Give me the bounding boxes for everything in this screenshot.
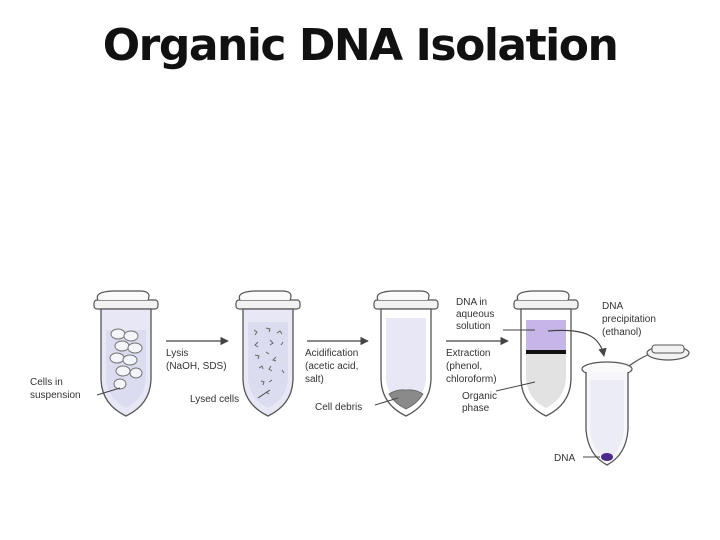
label-line: Cells in bbox=[30, 377, 63, 388]
label-dna-precipitation: DNA precipitation (ethanol) bbox=[602, 301, 659, 338]
leader-cells bbox=[96, 387, 121, 396]
page-title: Organic DNA Isolation bbox=[102, 20, 619, 71]
label-line: precipitation bbox=[602, 314, 656, 325]
label-organic-phase: Organic phase bbox=[462, 391, 500, 414]
label-extraction: Extraction (phenol, chloroform) bbox=[446, 348, 497, 385]
label-line: (NaOH, SDS) bbox=[166, 361, 227, 372]
leader-debris bbox=[374, 397, 399, 406]
label-line: salt) bbox=[305, 374, 324, 385]
label-line: Organic bbox=[462, 391, 497, 402]
label-line: (ethanol) bbox=[602, 327, 641, 338]
label-line: aqueous bbox=[456, 309, 494, 320]
label-dna-aqueous: DNA in aqueous solution bbox=[456, 297, 497, 332]
arrow-precipitation bbox=[547, 329, 607, 357]
label-line: Acidification bbox=[305, 348, 358, 359]
label-line: solution bbox=[456, 321, 490, 332]
tube-cell-debris bbox=[373, 290, 439, 417]
label-line: phase bbox=[462, 403, 490, 414]
tube-dna-pellet bbox=[581, 344, 690, 466]
tube-phase-separation bbox=[513, 290, 579, 417]
leader-lysed bbox=[257, 389, 271, 399]
label-line: chloroform) bbox=[446, 374, 497, 385]
tube-lysed-cells bbox=[235, 290, 301, 417]
leader-organic bbox=[495, 381, 536, 392]
label-line: Lysis bbox=[166, 348, 188, 359]
label-line: Extraction bbox=[446, 348, 490, 359]
label-cell-debris: Cell debris bbox=[315, 402, 362, 413]
label-lysis: Lysis (NaOH, SDS) bbox=[166, 348, 227, 372]
label-line: DNA in bbox=[456, 297, 487, 308]
label-line: (acetic acid, bbox=[305, 361, 358, 372]
label-line: (phenol, bbox=[446, 361, 482, 372]
label-lysed-cells: Lysed cells bbox=[190, 394, 239, 405]
tube-cells-suspension bbox=[93, 290, 159, 417]
label-cells-in-suspension: Cells in suspension bbox=[30, 377, 81, 401]
label-acidification: Acidification (acetic acid, salt) bbox=[305, 348, 361, 385]
label-line: DNA bbox=[602, 301, 623, 312]
label-line: suspension bbox=[30, 390, 81, 401]
label-dna: DNA bbox=[554, 453, 575, 464]
